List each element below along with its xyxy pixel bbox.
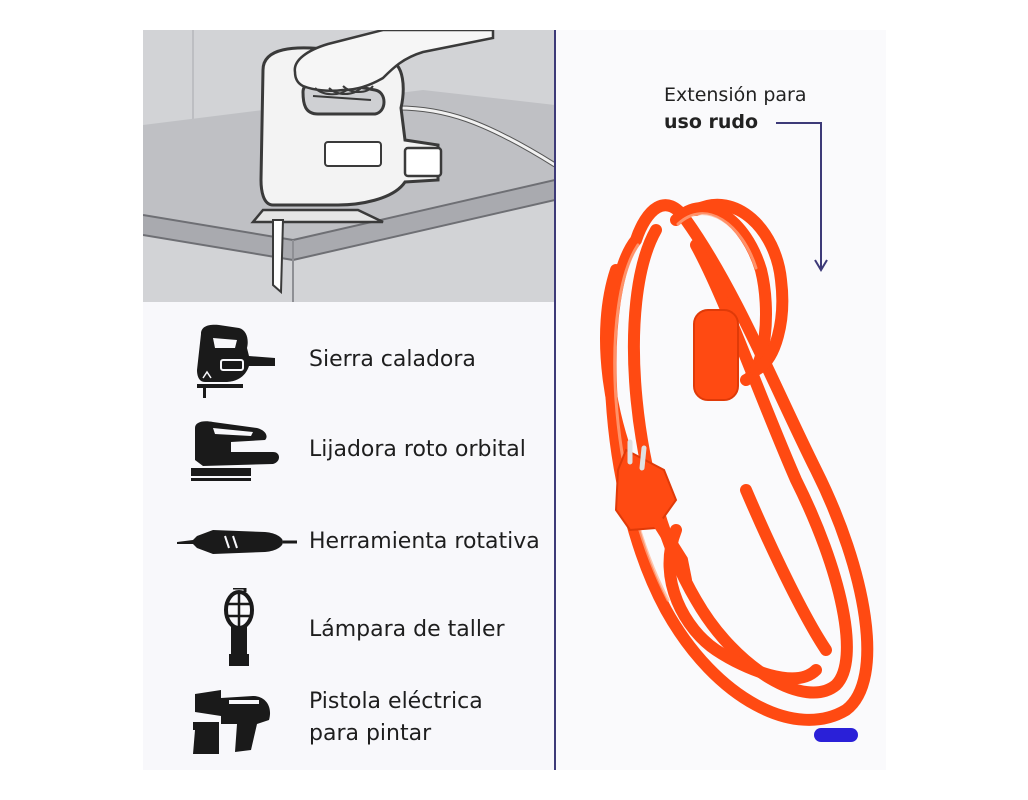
orbital-sander-icon xyxy=(191,421,279,481)
jigsaw-illustration xyxy=(143,30,555,302)
tool-label-paint-spray-gun-line2: para pintar xyxy=(309,721,432,746)
tool-label-jigsaw: Sierra caladora xyxy=(309,347,476,372)
paint-spray-gun-icon xyxy=(193,690,271,754)
tool-item-jigsaw: Sierra caladora xyxy=(143,320,555,400)
jigsaw-scene-icon xyxy=(143,30,555,302)
tool-item-paint-spray-gun: Pistola eléctrica para pintar xyxy=(143,680,555,770)
tool-item-rotary-tool: Herramienta rotativa xyxy=(143,502,555,582)
pointer-arrow-icon xyxy=(776,122,828,272)
panel-divider xyxy=(554,30,556,770)
tool-label-work-lamp: Lámpara de taller xyxy=(309,617,505,642)
jigsaw-icon xyxy=(197,324,275,398)
extension-cord-image xyxy=(600,198,874,726)
carousel-indicator[interactable] xyxy=(814,728,858,742)
extension-title-line1: Extensión para xyxy=(664,84,807,106)
tool-label-orbital-sander: Lijadora roto orbital xyxy=(309,437,526,462)
work-lamp-icon xyxy=(224,588,254,666)
tool-label-rotary-tool: Herramienta rotativa xyxy=(309,529,540,554)
extension-panel: Extensión para uso rudo xyxy=(556,30,886,770)
tool-item-orbital-sander: Lijadora roto orbital xyxy=(143,410,555,490)
extension-title-line2: uso rudo xyxy=(664,111,759,133)
tool-label-paint-spray-gun-line1: Pistola eléctrica xyxy=(309,689,483,714)
rotary-tool-icon xyxy=(177,530,297,554)
extension-title: Extensión para uso rudo xyxy=(664,82,806,136)
tools-panel: Sierra caladora Lijadora roto orbital He… xyxy=(143,30,555,770)
tool-item-work-lamp: Lámpara de taller xyxy=(143,588,555,668)
